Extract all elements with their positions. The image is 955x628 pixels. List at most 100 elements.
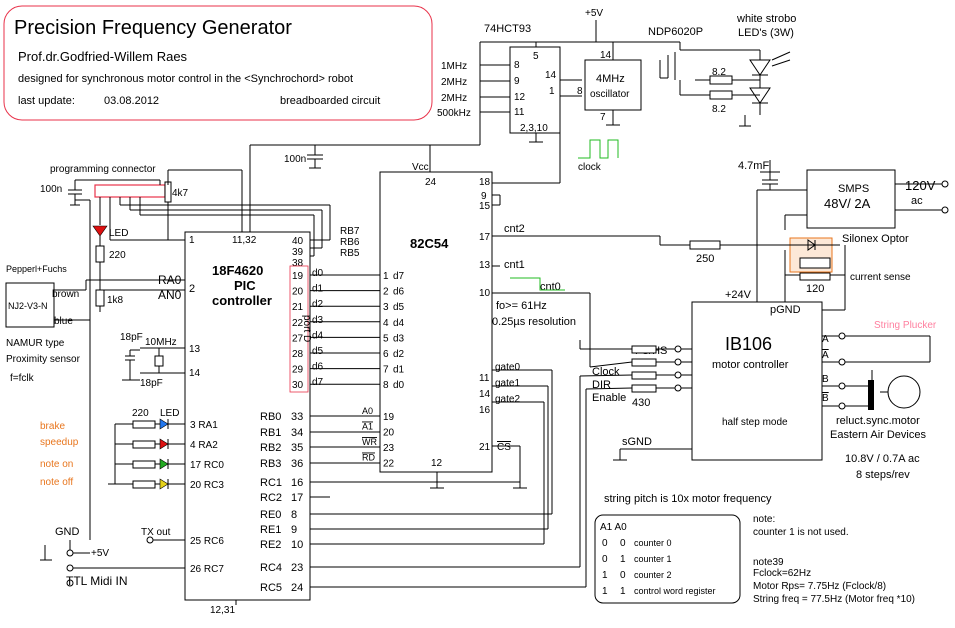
table-label: control word register [634, 586, 716, 596]
svg-text:250: 250 [696, 253, 714, 265]
svg-text:SMPS: SMPS [838, 183, 869, 195]
svg-text:2MHz: 2MHz [441, 93, 467, 104]
svg-text:16: 16 [479, 405, 491, 416]
led-resistor [132, 420, 156, 429]
svg-text:String Plucker: String Plucker [874, 320, 937, 331]
svg-text:current sense: current sense [850, 272, 911, 283]
svg-text:brown: brown [52, 289, 79, 300]
svg-text:A: A [822, 334, 829, 345]
c54-data-label: d6 [393, 287, 405, 298]
svg-text:RA0: RA0 [158, 273, 182, 287]
c54-addr-pin: 20 [383, 428, 395, 439]
pic-left-pin: 25 RC6 [190, 536, 224, 547]
pic-right-pin-num: 34 [291, 427, 303, 439]
svg-text:8: 8 [514, 60, 520, 71]
svg-text:clock: clock [578, 162, 602, 173]
status-led [159, 418, 169, 430]
table-label: counter 0 [634, 538, 672, 548]
table-a1: 0 [602, 538, 608, 549]
svg-text:note off: note off [40, 477, 73, 488]
pic-right-pin-num: 9 [291, 524, 297, 536]
c54-addr-pin: 23 [383, 443, 395, 454]
pic-right-pin-name: RE0 [260, 509, 281, 521]
pic-portd-pin: 20 [292, 287, 304, 298]
svg-text:note:: note: [753, 514, 775, 525]
c54-addr-label: RD [362, 453, 375, 463]
led-labels: 220 LED brake speedup note on note off [40, 408, 179, 488]
prog-header[interactable] [94, 184, 166, 198]
midi-in-terminal [66, 579, 74, 587]
prog-label: programming connector [50, 164, 156, 175]
svg-text:half step mode: half step mode [722, 417, 788, 428]
motor-coil [868, 380, 874, 410]
svg-text:12: 12 [514, 92, 526, 103]
svg-text:18F4620: 18F4620 [212, 263, 263, 278]
svg-text:Fclock=62Hz: Fclock=62Hz [753, 568, 811, 579]
svg-text:+5V: +5V [91, 548, 109, 559]
pic-portd-pin: 28 [292, 349, 304, 360]
table-a1: 1 [602, 586, 608, 597]
svg-text:40: 40 [292, 236, 304, 247]
svg-text:82C54: 82C54 [410, 236, 449, 251]
svg-text:sGND: sGND [622, 436, 652, 448]
pic-portd-pin: 29 [292, 365, 304, 376]
c54-data-label: d5 [393, 302, 405, 313]
c54-data-label: d7 [393, 271, 405, 282]
ic-82c54: 82C54 24 12 18 9 15 17 cnt2 13 cnt1 10 c… [379, 112, 660, 489]
svg-text:white strobo: white strobo [736, 13, 796, 25]
c54-data-pin: 4 [383, 318, 389, 329]
svg-text:10MHz: 10MHz [145, 337, 177, 348]
svg-text:blue: blue [54, 316, 73, 327]
c54-data-label: d0 [393, 380, 405, 391]
svg-text:14: 14 [479, 389, 491, 400]
svg-text:1MHz: 1MHz [441, 61, 467, 72]
table-label: counter 2 [634, 570, 672, 580]
svg-text:Enable: Enable [592, 392, 626, 404]
svg-text:gate2: gate2 [495, 394, 520, 405]
svg-text:120V: 120V [905, 178, 936, 193]
vcc-label: Vcc [412, 162, 429, 173]
pic-right-pin-name: RC2 [260, 492, 282, 504]
svg-text:120: 120 [806, 283, 824, 295]
status-led [159, 458, 169, 470]
svg-text:220: 220 [132, 408, 149, 419]
svg-text:18pF: 18pF [140, 378, 163, 389]
svg-text:9: 9 [514, 76, 520, 87]
vcc-top-label: +5V [585, 8, 603, 19]
svg-text:4.7mF: 4.7mF [738, 160, 769, 172]
pic-right-pin-name: RC1 [260, 477, 282, 489]
crystal [154, 355, 164, 367]
svg-text:18pF: 18pF [120, 332, 143, 343]
portd-label: d5 [312, 346, 324, 357]
svg-text:8 steps/rev: 8 steps/rev [856, 469, 910, 481]
svg-text:gate0: gate0 [495, 362, 520, 373]
svg-text:RB7: RB7 [340, 226, 360, 237]
pic-right-pin-name: RE2 [260, 539, 281, 551]
pic-portd-pin: 22 [292, 318, 304, 329]
portd-label: d1 [312, 284, 324, 295]
svg-text:GND: GND [55, 526, 80, 538]
svg-text:note on: note on [40, 459, 73, 470]
pic-right-pin-num: 16 [291, 477, 303, 489]
table-a1: 0 [602, 554, 608, 565]
optor-resistor [799, 257, 831, 269]
svg-text:7: 7 [600, 112, 606, 123]
svg-text:14: 14 [600, 50, 612, 61]
svg-text:Proximity sensor: Proximity sensor [6, 354, 81, 365]
svg-text:0.25µs resolution: 0.25µs resolution [492, 316, 576, 328]
pic-right-pin-num: 23 [291, 562, 303, 574]
svg-text:cnt2: cnt2 [504, 223, 525, 235]
pic-right-pin-num: 33 [291, 411, 303, 423]
pic-right-pin-num: 24 [291, 582, 303, 594]
pic-right-pin-name: RB3 [260, 458, 281, 470]
proximity-sensor: Pepperl+Fuchs NJ2-V3-N brown blue NAMUR … [5, 199, 185, 540]
c54-data-pin: 7 [383, 365, 389, 376]
svg-text:Pepperl+Fuchs: Pepperl+Fuchs [6, 264, 67, 274]
svg-text:10.8V / 0.7A ac: 10.8V / 0.7A ac [845, 453, 920, 465]
svg-text:Motor Rps= 7.75Hz (Fclock/8): Motor Rps= 7.75Hz (Fclock/8) [753, 581, 886, 592]
pic-left-pin: 4 RA2 [190, 440, 218, 451]
svg-text:TX out: TX out [141, 527, 171, 538]
